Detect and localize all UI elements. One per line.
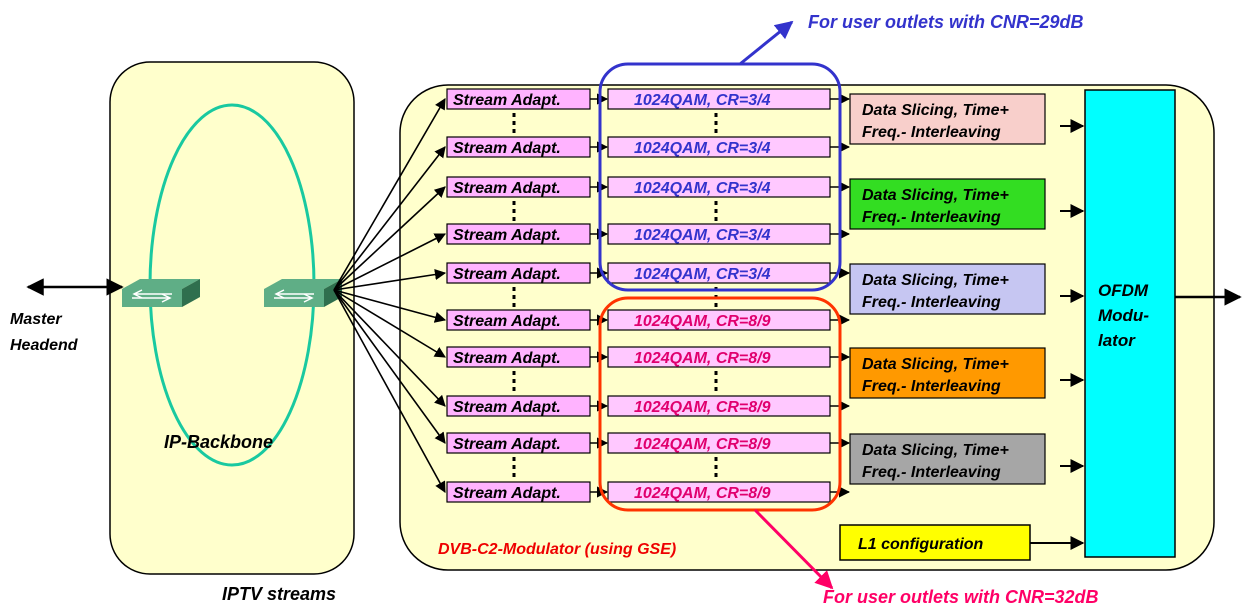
stream-adapt-label: Stream Adapt. — [453, 313, 561, 330]
ofdm-modulator-label: OFDM Modu- lator — [1098, 281, 1154, 350]
stream-fanout-arrow — [333, 289, 446, 407]
modulator-name-label: DVB-C2-Modulator (using GSE) — [438, 541, 676, 558]
stream-adapt-label: Stream Adapt. — [453, 140, 561, 157]
qam-label: 1024QAM, CR=8/9 — [634, 436, 771, 453]
callout-bottom-arrow — [753, 508, 834, 590]
qam-label: 1024QAM, CR=3/4 — [634, 227, 771, 244]
stream-fanout-arrow — [333, 289, 446, 493]
qam-label: 1024QAM, CR=3/4 — [634, 92, 771, 109]
data-slicing-block — [849, 263, 1046, 315]
stream-fanout-arrow — [333, 268, 447, 291]
vertical-ellipsis-icon — [512, 371, 516, 391]
data-slicing-label: Data Slicing, Time+Freq.- Interleaving — [862, 187, 1009, 226]
vertical-ellipsis-icon — [512, 201, 516, 221]
qam-label: 1024QAM, CR=8/9 — [634, 350, 771, 367]
stream-fanout-arrow — [333, 289, 446, 444]
stream-adapt-label: Stream Adapt. — [453, 266, 561, 283]
vertical-ellipsis-icon — [714, 457, 718, 477]
stream-adapt-label: Stream Adapt. — [453, 399, 561, 416]
stream-fanout-arrow — [333, 186, 446, 291]
vertical-ellipsis-icon — [512, 113, 516, 133]
network-switch-icon — [264, 279, 342, 307]
qam-label: 1024QAM, CR=3/4 — [634, 266, 771, 283]
data-slicing-label: Data Slicing, Time+Freq.- Interleaving — [862, 272, 1009, 311]
vertical-ellipsis-icon — [714, 371, 718, 391]
stream-fanout-arrow — [333, 146, 446, 291]
data-slicing-block — [849, 178, 1046, 230]
cnr32-group-outline — [598, 296, 842, 512]
data-slicing-block — [849, 433, 1046, 485]
stream-adapt-label: Stream Adapt. — [453, 485, 561, 502]
qam-label: 1024QAM, CR=8/9 — [634, 313, 771, 330]
master-headend-label: Master Headend — [10, 311, 79, 354]
data-slicing-block — [849, 347, 1046, 399]
callout-top-arrow — [739, 20, 794, 66]
data-slicing-block — [849, 93, 1046, 145]
qam-label: 1024QAM, CR=8/9 — [634, 485, 771, 502]
stream-fanout-arrow — [333, 233, 446, 291]
qam-label: 1024QAM, CR=8/9 — [634, 399, 771, 416]
ofdm-modulator-block — [1084, 89, 1176, 558]
fanout-arrows — [333, 98, 447, 493]
ip-backbone-label: IP-Backbone — [164, 432, 273, 452]
vertical-ellipsis-icon — [512, 457, 516, 477]
stream-adapt-label: Stream Adapt. — [453, 350, 561, 367]
stream-fanout-arrow — [333, 289, 447, 323]
vertical-ellipsis-icon — [714, 201, 718, 221]
stream-fanout-arrow — [333, 98, 446, 291]
stream-adapt-label: Stream Adapt. — [453, 92, 561, 109]
vertical-ellipsis-icon — [512, 287, 516, 307]
data-slicing-label: Data Slicing, Time+Freq.- Interleaving — [862, 102, 1009, 141]
data-slicing-label: Data Slicing, Time+Freq.- Interleaving — [862, 442, 1009, 481]
callout-top-label: For user outlets with CNR=29dB — [808, 12, 1084, 32]
stream-adapt-label: Stream Adapt. — [453, 227, 561, 244]
stream-fanout-arrow — [333, 289, 446, 358]
ip-backbone-panel — [109, 61, 355, 575]
qam-label: 1024QAM, CR=3/4 — [634, 180, 771, 197]
l1-configuration-label: L1 configuration — [858, 536, 984, 553]
data-slicing-label: Data Slicing, Time+Freq.- Interleaving — [862, 356, 1009, 395]
iptv-streams-label: IPTV streams — [222, 584, 336, 604]
qam-label: 1024QAM, CR=3/4 — [634, 140, 771, 157]
callout-bottom-label: For user outlets with CNR=32dB — [823, 587, 1099, 607]
stream-adapt-label: Stream Adapt. — [453, 180, 561, 197]
stream-adapt-label: Stream Adapt. — [453, 436, 561, 453]
l1-configuration-block — [839, 524, 1031, 561]
network-switch-icon — [122, 279, 200, 307]
vertical-ellipsis-icon — [714, 113, 718, 133]
cnr29-group-outline — [598, 62, 842, 292]
